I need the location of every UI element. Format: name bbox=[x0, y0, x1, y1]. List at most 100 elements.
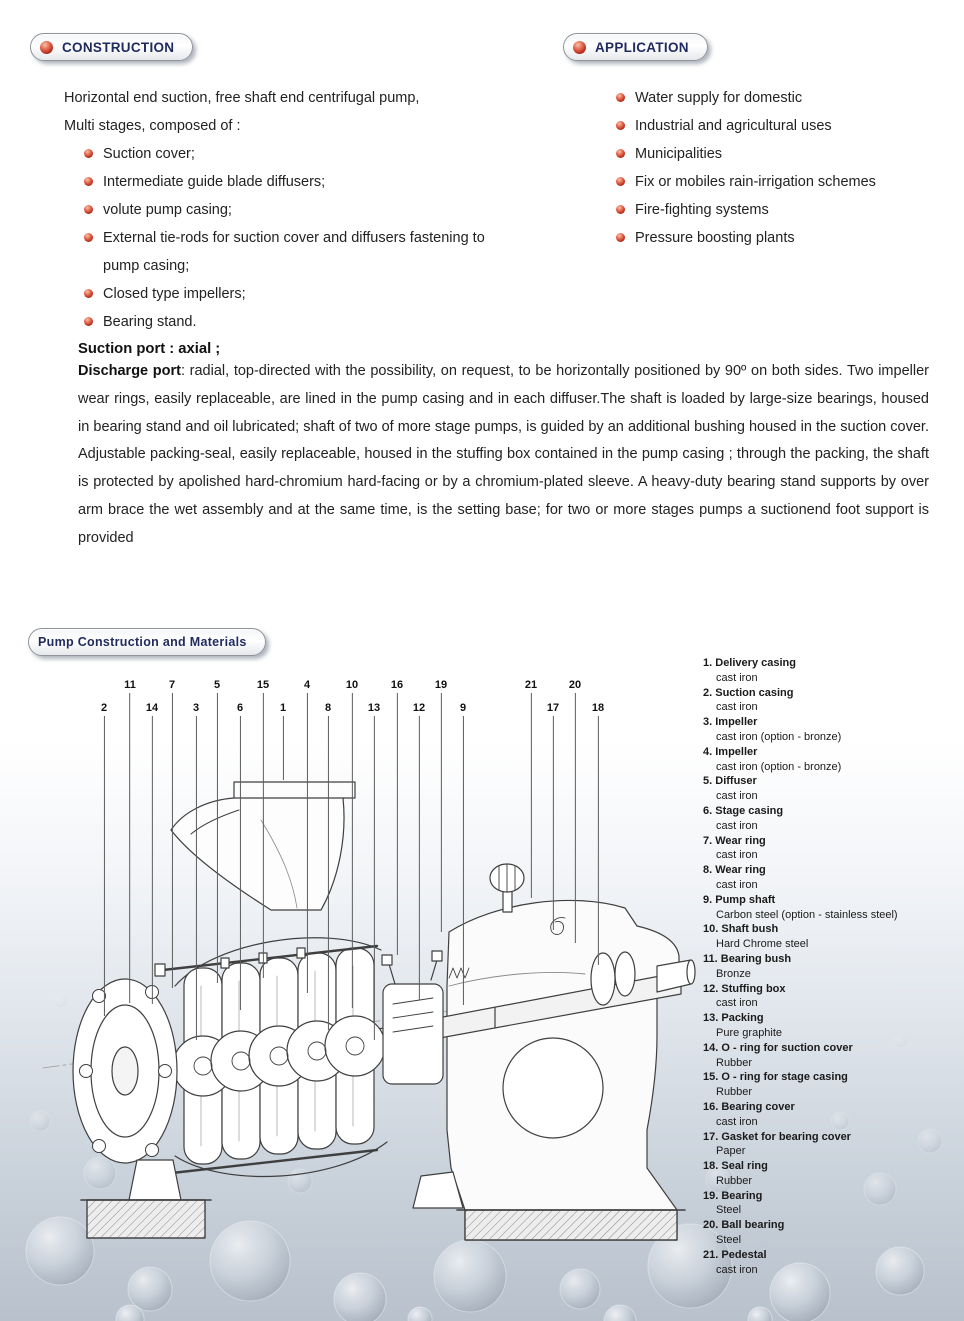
part-material: Pure graphite bbox=[716, 1026, 783, 1039]
callout-number: 21 bbox=[524, 679, 538, 691]
callout-leader-line bbox=[440, 693, 442, 932]
callout-number: 5 bbox=[213, 679, 221, 691]
part-name: Bearing cover bbox=[721, 1100, 795, 1113]
part-name-line: 11. Bearing bush bbox=[703, 952, 961, 967]
bearing-cover bbox=[590, 951, 696, 1006]
diagram-callout: 12 bbox=[413, 702, 425, 1000]
bullet-ball-icon bbox=[616, 205, 625, 214]
list-item-text: volute pump casing; bbox=[103, 202, 232, 218]
part-material: cast iron bbox=[716, 1115, 758, 1128]
part-number: 14. bbox=[703, 1041, 719, 1054]
list-item: volute pump casing; bbox=[84, 196, 514, 224]
bullet-ball-icon bbox=[84, 149, 93, 158]
diagram-callout: 15 bbox=[257, 679, 269, 978]
construction-section-badge: CONSTRUCTION bbox=[30, 33, 194, 61]
diagram-callout: 4 bbox=[304, 679, 310, 993]
part-name-line: 3. Impeller bbox=[703, 715, 961, 730]
part-entry: 21. Pedestal cast iron bbox=[703, 1248, 961, 1278]
stuffing-box bbox=[381, 950, 470, 1085]
part-entry: 8. Wear ring cast iron bbox=[703, 863, 961, 893]
diagram-callout: 14 bbox=[146, 702, 158, 1004]
bullet-ball-icon bbox=[84, 233, 93, 242]
list-item: Intermediate guide blade diffusers; bbox=[84, 168, 514, 196]
part-entry: 11. Bearing bush Bronze bbox=[703, 952, 961, 982]
part-name-line: 18. Seal ring bbox=[703, 1159, 961, 1174]
part-number: 17. bbox=[703, 1130, 719, 1143]
part-name-line: 20. Ball bearing bbox=[703, 1218, 961, 1233]
suction-port-line: Suction port : axial ; bbox=[78, 341, 221, 357]
callout-leader-line bbox=[282, 716, 284, 780]
part-name: O - ring for suction cover bbox=[721, 1041, 853, 1054]
list-item-text: Bearing stand. bbox=[103, 314, 197, 330]
part-entry: 10. Shaft bush Hard Chrome steel bbox=[703, 922, 961, 952]
callout-number: 9 bbox=[459, 702, 467, 714]
callout-leader-line bbox=[239, 716, 241, 1010]
part-material: Rubber bbox=[716, 1086, 753, 1099]
diagram-callout: 5 bbox=[214, 679, 220, 983]
diagram-callout: 3 bbox=[193, 702, 199, 1040]
part-number: 19. bbox=[703, 1189, 719, 1202]
part-name: Delivery casing bbox=[715, 657, 796, 669]
callout-leader-line bbox=[306, 693, 308, 993]
part-name: Pedestal bbox=[721, 1248, 767, 1261]
callout-leader-line bbox=[195, 716, 197, 1040]
list-item: Closed type impellers; bbox=[84, 280, 514, 308]
application-title: APPLICATION bbox=[595, 39, 689, 55]
list-item: Suction cover; bbox=[84, 140, 514, 168]
callout-number: 7 bbox=[168, 679, 176, 691]
part-name: Bearing bbox=[721, 1189, 763, 1202]
diagram-callout: 17 bbox=[547, 702, 559, 930]
part-entry: 9. Pump shaft Carbon steel (option - sta… bbox=[703, 893, 961, 923]
part-name-line: 19. Bearing bbox=[703, 1189, 961, 1204]
callout-leader-line bbox=[262, 693, 264, 978]
discharge-paragraph: Discharge port: radial, top-directed wit… bbox=[78, 358, 929, 553]
part-name-line: 4. Impeller bbox=[703, 745, 961, 760]
diagram-callout: 20 bbox=[569, 679, 581, 943]
part-entry: 18. Seal ring Rubber bbox=[703, 1159, 961, 1189]
callout-number: 12 bbox=[412, 702, 426, 714]
part-name: Diffuser bbox=[715, 775, 757, 788]
part-name-line: 9. Pump shaft bbox=[703, 893, 961, 908]
part-name: Impeller bbox=[715, 716, 758, 729]
part-entry: 1. Delivery casing cast iron bbox=[703, 656, 961, 686]
part-number: 15. bbox=[703, 1071, 719, 1084]
intro-line: Multi stages, composed of : bbox=[64, 118, 241, 134]
discharge-port-text: : radial, top-directed with the possibil… bbox=[78, 363, 929, 546]
part-entry: 3. Impeller cast iron (option - bronze) bbox=[703, 715, 961, 745]
part-material: cast iron bbox=[716, 671, 758, 684]
list-item-text: Closed type impellers; bbox=[103, 286, 246, 302]
oiler-knob bbox=[489, 863, 525, 913]
parts-list: 1. Delivery casing cast iron 2. Suction … bbox=[703, 656, 961, 1277]
part-material: cast iron bbox=[716, 1263, 758, 1276]
part-name-line: 7. Wear ring bbox=[703, 834, 961, 849]
part-number: 21. bbox=[703, 1248, 719, 1261]
part-name-line: 1. Delivery casing bbox=[703, 656, 961, 671]
list-item: Municipalities bbox=[616, 140, 951, 168]
list-item: Fire-fighting systems bbox=[616, 196, 951, 224]
part-entry: 2. Suction casing cast iron bbox=[703, 686, 961, 716]
callout-number: 11 bbox=[124, 679, 136, 691]
callout-number: 18 bbox=[591, 702, 605, 714]
bullet-ball-icon bbox=[40, 40, 53, 54]
part-entry: 20. Ball bearing Steel bbox=[703, 1218, 961, 1248]
part-material: cast iron bbox=[716, 878, 758, 891]
pedestals bbox=[80, 1159, 686, 1241]
bullet-ball-icon bbox=[616, 121, 625, 130]
part-number: 4. bbox=[703, 745, 713, 758]
list-item-text: External tie-rods for suction cover and … bbox=[103, 230, 485, 274]
oil-spiral bbox=[550, 917, 566, 935]
bullet-ball-icon bbox=[84, 289, 93, 298]
part-entry: 17. Gasket for bearing cover Paper bbox=[703, 1130, 961, 1160]
callout-leader-line bbox=[216, 693, 218, 983]
part-material: Carbon steel (option - stainless steel) bbox=[716, 908, 898, 921]
materials-title: Pump Construction and Materials bbox=[38, 635, 247, 649]
list-item: Water supply for domestic bbox=[616, 84, 951, 112]
callout-leader-line bbox=[129, 693, 131, 1003]
callout-leader-line bbox=[530, 693, 532, 898]
part-name: Stuffing box bbox=[721, 982, 786, 995]
diagram-callout: 6 bbox=[237, 702, 243, 1010]
part-entry: 15. O - ring for stage casing Rubber bbox=[703, 1070, 961, 1100]
bullet-ball-icon bbox=[616, 93, 625, 102]
part-name: Stage casing bbox=[715, 804, 784, 817]
